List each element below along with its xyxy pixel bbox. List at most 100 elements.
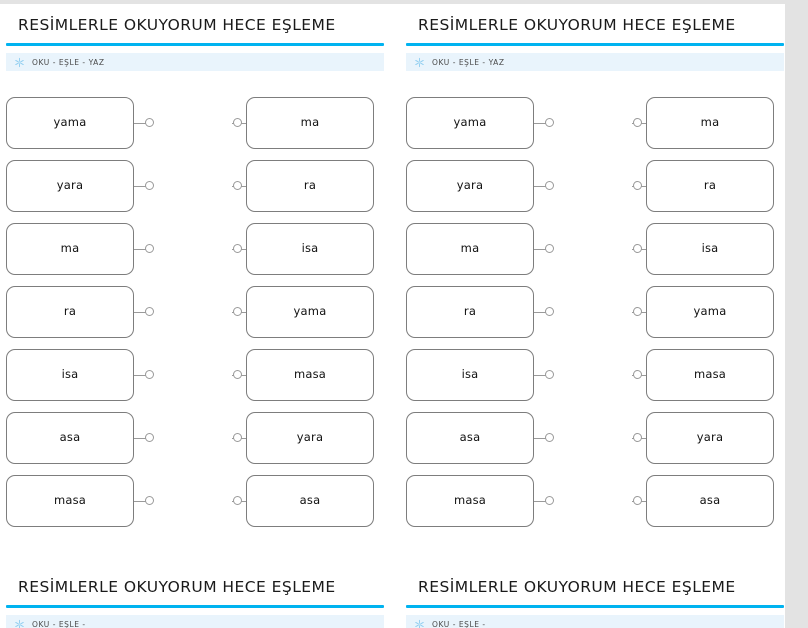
word-card[interactable]: yara	[406, 160, 534, 212]
connector-node[interactable]	[545, 433, 554, 442]
word-card[interactable]: yara	[6, 160, 134, 212]
connector-node[interactable]	[633, 433, 642, 442]
syllable-card-label: yara	[696, 430, 724, 445]
syllable-card-label: isa	[701, 241, 719, 256]
word-card-label: masa	[53, 493, 87, 508]
document-canvas: RESİMLERLE OKUYORUM HECE EŞLEME OKU - EŞ…	[0, 4, 785, 628]
word-card-label: ra	[63, 304, 77, 319]
matching-area: yama yara ma ra	[400, 97, 785, 539]
connector-node[interactable]	[145, 118, 154, 127]
title-divider	[406, 43, 784, 46]
connector-node[interactable]	[145, 433, 154, 442]
connector-node[interactable]	[233, 370, 242, 379]
connector-node[interactable]	[233, 118, 242, 127]
word-card-label: ma	[460, 241, 480, 256]
word-card[interactable]: isa	[406, 349, 534, 401]
connector-stub	[134, 375, 150, 376]
connector-node[interactable]	[633, 118, 642, 127]
connector-node[interactable]	[633, 370, 642, 379]
syllable-card[interactable]: ra	[246, 160, 374, 212]
connector-node[interactable]	[233, 433, 242, 442]
syllable-card[interactable]: ra	[646, 160, 774, 212]
syllable-card[interactable]: yara	[246, 412, 374, 464]
connector-stub	[134, 312, 150, 313]
syllable-card[interactable]: yama	[246, 286, 374, 338]
connector-node[interactable]	[233, 244, 242, 253]
word-card[interactable]: ma	[406, 223, 534, 275]
page-title: RESİMLERLE OKUYORUM HECE EŞLEME	[18, 578, 336, 596]
connector-node[interactable]	[545, 118, 554, 127]
list-item: asa	[632, 475, 774, 538]
syllable-card[interactable]: masa	[646, 349, 774, 401]
connector-node[interactable]	[233, 307, 242, 316]
syllable-card-label: ma	[700, 115, 720, 130]
syllable-card[interactable]: isa	[246, 223, 374, 275]
connector-node[interactable]	[233, 181, 242, 190]
connector-node[interactable]	[145, 181, 154, 190]
connector-stub	[534, 438, 550, 439]
word-card-label: ra	[463, 304, 477, 319]
word-card-label: ma	[60, 241, 80, 256]
list-item: ra	[232, 160, 374, 223]
word-card[interactable]: ra	[6, 286, 134, 338]
syllable-card[interactable]: isa	[646, 223, 774, 275]
connector-node[interactable]	[145, 307, 154, 316]
connector-node[interactable]	[545, 370, 554, 379]
syllable-card-label: yama	[293, 304, 327, 319]
syllable-card-label: masa	[693, 367, 727, 382]
title-divider	[6, 43, 384, 46]
list-item: ma	[632, 97, 774, 160]
page-title: RESİMLERLE OKUYORUM HECE EŞLEME	[418, 578, 736, 596]
syllable-card-label: ma	[300, 115, 320, 130]
connector-node[interactable]	[545, 496, 554, 505]
connector-node[interactable]	[545, 181, 554, 190]
connector-node[interactable]	[145, 244, 154, 253]
syllable-card[interactable]: masa	[246, 349, 374, 401]
instruction-bar: OKU - EŞLE - YAZ	[406, 53, 784, 71]
top-margin-strip	[0, 0, 808, 4]
word-card[interactable]: asa	[406, 412, 534, 464]
connector-node[interactable]	[545, 244, 554, 253]
connector-node[interactable]	[633, 181, 642, 190]
word-card[interactable]: yama	[6, 97, 134, 149]
list-item: yara	[406, 160, 554, 223]
syllable-card[interactable]: asa	[246, 475, 374, 527]
worksheet-panel-top-left: RESİMLERLE OKUYORUM HECE EŞLEME OKU - EŞ…	[0, 4, 392, 539]
list-item: isa	[6, 349, 154, 412]
page-title: RESİMLERLE OKUYORUM HECE EŞLEME	[18, 16, 336, 34]
connector-stub	[534, 501, 550, 502]
word-card[interactable]: isa	[6, 349, 134, 401]
matching-column-right: ma ra isa yama	[232, 97, 374, 538]
syllable-card[interactable]: yara	[646, 412, 774, 464]
word-card[interactable]: masa	[406, 475, 534, 527]
connector-node[interactable]	[145, 496, 154, 505]
word-card[interactable]: asa	[6, 412, 134, 464]
list-item: asa	[6, 412, 154, 475]
connector-node[interactable]	[633, 244, 642, 253]
word-card-label: asa	[459, 430, 481, 445]
matching-column-right: ma ra isa yama	[632, 97, 774, 538]
syllable-card[interactable]: ma	[646, 97, 774, 149]
list-item: yara	[632, 412, 774, 475]
word-card[interactable]: yama	[406, 97, 534, 149]
syllable-card[interactable]: asa	[646, 475, 774, 527]
word-card[interactable]: ra	[406, 286, 534, 338]
syllable-card[interactable]: ma	[246, 97, 374, 149]
syllable-card[interactable]: yama	[646, 286, 774, 338]
right-margin-gutter	[785, 0, 808, 628]
word-card[interactable]: ma	[6, 223, 134, 275]
connector-stub	[134, 438, 150, 439]
list-item: ra	[632, 160, 774, 223]
connector-node[interactable]	[545, 307, 554, 316]
word-card-label: masa	[453, 493, 487, 508]
word-card-label: isa	[61, 367, 79, 382]
snowflake-icon	[415, 619, 424, 628]
connector-node[interactable]	[633, 307, 642, 316]
connector-node[interactable]	[633, 496, 642, 505]
word-card[interactable]: masa	[6, 475, 134, 527]
connector-node[interactable]	[145, 370, 154, 379]
syllable-card-label: isa	[301, 241, 319, 256]
word-card-label: yama	[53, 115, 87, 130]
connector-node[interactable]	[233, 496, 242, 505]
word-card-label: yara	[56, 178, 84, 193]
